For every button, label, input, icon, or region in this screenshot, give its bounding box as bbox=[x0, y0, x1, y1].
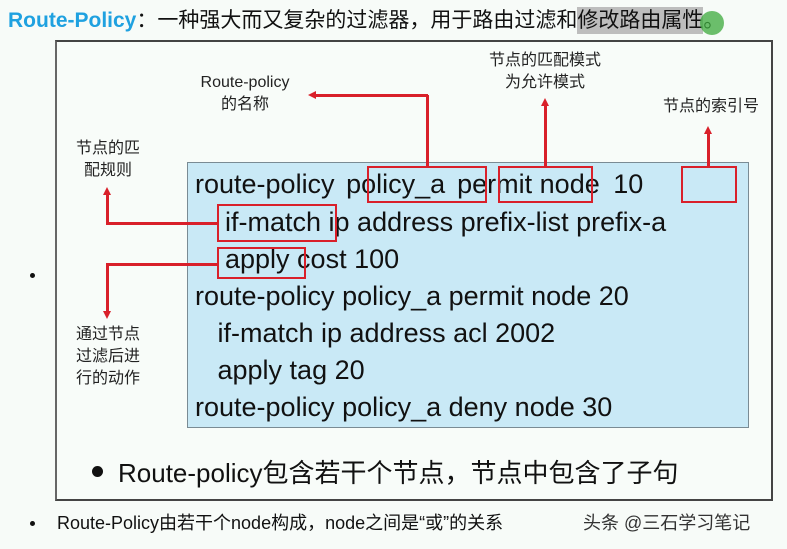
footer-bullet bbox=[30, 521, 35, 526]
connector-if-match-horizontal bbox=[106, 222, 217, 225]
connector-policy-name-horizontal bbox=[316, 94, 428, 97]
connector-policy-name-vertical bbox=[426, 95, 429, 166]
label-node-index: 节点的索引号 bbox=[662, 98, 759, 115]
title-text: 一种强大而又复杂的过滤器，用于路由过滤和 bbox=[157, 9, 578, 32]
connector-if-match-vertical bbox=[106, 194, 109, 224]
summary-bullet bbox=[92, 466, 103, 477]
highlight-node-index bbox=[681, 166, 737, 203]
bullet-dot bbox=[30, 273, 35, 278]
arrow-up-icon bbox=[541, 98, 549, 106]
title-colon: ： bbox=[136, 9, 158, 32]
title-highlighted-text[interactable]: 修改路由属性 bbox=[577, 7, 704, 34]
label-match-rule: 节点的匹 配规则 bbox=[75, 140, 140, 179]
code-line-5: if-match ip address acl 2002 bbox=[195, 318, 556, 348]
code-node-index: 10 bbox=[613, 169, 644, 199]
arrow-up-icon bbox=[103, 187, 111, 195]
arrow-up-icon bbox=[704, 126, 712, 134]
highlight-policy-name bbox=[367, 166, 487, 203]
label-action: 通过节点 过滤后进 行的动作 bbox=[75, 326, 140, 387]
code-line-4: route-policy policy_a permit node 20 bbox=[195, 281, 629, 311]
connector-node-index bbox=[707, 132, 710, 166]
connector-apply-horizontal bbox=[106, 263, 217, 266]
title-brand: Route-Policy bbox=[8, 9, 137, 32]
connector-apply-vertical bbox=[106, 263, 109, 313]
code-apply: apply bbox=[225, 244, 290, 274]
code-match-mode: permit bbox=[457, 169, 533, 199]
arrow-left-icon bbox=[308, 91, 316, 99]
label-policy-name: Route-policy 的名称 bbox=[200, 74, 290, 113]
highlight-if-match bbox=[217, 204, 337, 242]
watermark: 头条 @三石学习笔记 bbox=[583, 510, 751, 536]
slide-title: Route-Policy：一种强大而又复杂的过滤器，用于路由过滤和修改路由属性。 bbox=[8, 6, 724, 36]
footer-text: Route-Policy由若干个node构成，node之间是“或”的关系 bbox=[57, 513, 504, 533]
code-if-match: if-match bbox=[225, 207, 322, 237]
highlight-match-mode bbox=[498, 166, 593, 203]
code-block bbox=[187, 162, 749, 428]
summary-text: Route-policy包含若干个节点，节点中包含了子句 bbox=[118, 458, 679, 488]
code-line-6: apply tag 20 bbox=[195, 355, 365, 385]
code-line-7: route-policy policy_a deny node 30 bbox=[195, 392, 613, 422]
highlight-apply bbox=[217, 247, 306, 279]
cursor-indicator bbox=[700, 11, 724, 35]
code-policy-name: policy_a bbox=[346, 169, 446, 199]
arrow-down-icon bbox=[103, 311, 111, 319]
code-line-3: apply cost 100 bbox=[225, 244, 400, 274]
label-match-mode: 节点的匹配模式 为允许模式 bbox=[488, 52, 601, 91]
code-line-2: if-match ip address prefix-list prefix-a bbox=[225, 207, 667, 237]
connector-match-mode bbox=[544, 104, 547, 166]
